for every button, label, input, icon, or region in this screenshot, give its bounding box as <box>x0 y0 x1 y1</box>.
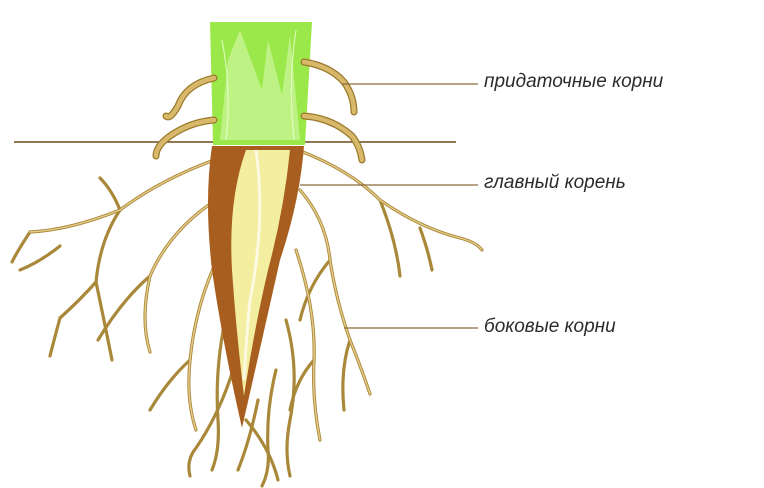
label-adventitious-roots: придаточные корни <box>484 71 663 93</box>
main-taproot <box>208 146 304 428</box>
stem <box>210 22 312 145</box>
label-main-root: главный корень <box>484 172 626 194</box>
label-lateral-roots: боковые корни <box>484 316 616 338</box>
